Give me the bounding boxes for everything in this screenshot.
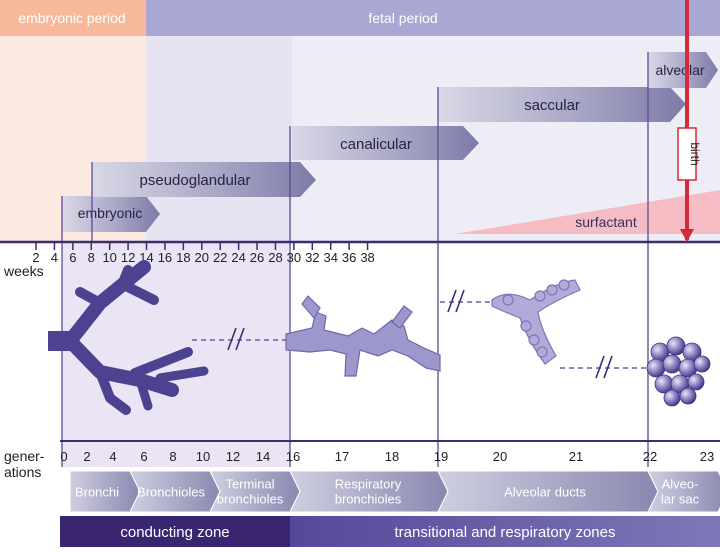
weeks-tick-label: 20 [195,250,209,265]
stage-saccular-label: saccular [524,97,580,114]
generations-tick-label: 8 [169,449,176,464]
respiratory-bronchioles-illustration [285,295,441,377]
generations-axis-ticks: 0 2 4 6 8 10 12 14 16 17 18 19 20 21 22 23 [60,449,714,464]
stage-canalicular-label: canalicular [340,136,412,153]
structure-label: Alveolar ducts [504,485,586,500]
fetal-period-label: fetal period [368,10,437,26]
generations-tick-label: 19 [434,449,448,464]
generations-tick-label: 14 [256,449,270,464]
stage-pseudoglandular: pseudoglandular [92,162,316,197]
weeks-axis-title: weeks [3,263,44,279]
weeks-tick-label: 16 [158,250,172,265]
generations-axis-title: gener- ations [4,448,48,480]
weeks-tick-label: 34 [323,250,337,265]
stage-embryonic: embryonic [62,196,160,232]
bronchial-tree-illustration [48,260,209,415]
generations-tick-label: 21 [569,449,583,464]
structure-label: Alveo-lar sac [661,477,700,507]
weeks-tick-label: 8 [88,250,95,265]
stage-alveolar: alveolar [648,52,718,88]
stage-pseudoglandular-label: pseudoglandular [140,172,251,189]
weeks-tick-label: 18 [176,250,190,265]
weeks-tick-label: 6 [69,250,76,265]
weeks-tick-label: 10 [102,250,116,265]
weeks-tick-label: 32 [305,250,319,265]
weeks-tick-label: 24 [231,250,245,265]
generations-tick-label: 6 [140,449,147,464]
surfactant-wedge [455,190,720,234]
fetal-period-inner-shade [146,36,292,242]
embryonic-period-label: embryonic period [18,10,125,26]
generations-tick-label: 4 [109,449,116,464]
generations-tick-label: 17 [335,449,349,464]
weeks-tick-label: 30 [287,250,301,265]
generations-tick-label: 10 [196,449,210,464]
surfactant-label: surfactant [575,214,637,230]
alveolar-sac-illustration [646,336,711,407]
weeks-tick-label: 22 [213,250,227,265]
conducting-zone-bar [60,516,290,547]
weeks-tick-label: 2 [32,250,39,265]
birth-box [677,127,697,181]
generations-tick-label: 12 [226,449,240,464]
break-mark-2 [447,289,465,313]
weeks-tick-label: 28 [268,250,282,265]
stage-embryonic-label: embryonic [78,205,143,221]
alveolar-ducts-illustration [491,279,581,365]
embryonic-period-bar [0,0,146,36]
transitional-zone-bar [290,516,720,547]
generations-tick-label: 23 [700,449,714,464]
transitional-zone-label: transitional and respiratory zones [395,524,616,541]
stage-alveolar-label: alveolar [655,62,704,78]
weeks-tick-label: 38 [360,250,374,265]
structure-label: Bronchioles [137,485,205,500]
generations-tick-label: 2 [83,449,90,464]
conducting-zone-label: conducting zone [120,524,229,541]
weeks-tick-label: 36 [342,250,356,265]
birth-label: birth [688,142,702,165]
generations-tick-label: 20 [493,449,507,464]
weeks-tick-label: 12 [121,250,135,265]
birth-arrowhead [680,229,694,242]
generations-tick-label: 16 [286,449,300,464]
fetal-period-bar [146,0,720,36]
break-mark-3 [595,355,613,379]
generations-tick-label: 0 [60,449,67,464]
weeks-tick-label: 26 [250,250,264,265]
structure-label: Bronchi [75,485,119,500]
weeks-tick-label: 4 [51,250,58,265]
break-mark-1 [227,327,245,351]
structure-segment [647,470,720,513]
generations-tick-label: 22 [643,449,657,464]
generations-tick-label: 18 [385,449,399,464]
stage-saccular: saccular [438,87,686,122]
stage-canalicular: canalicular [292,126,479,160]
